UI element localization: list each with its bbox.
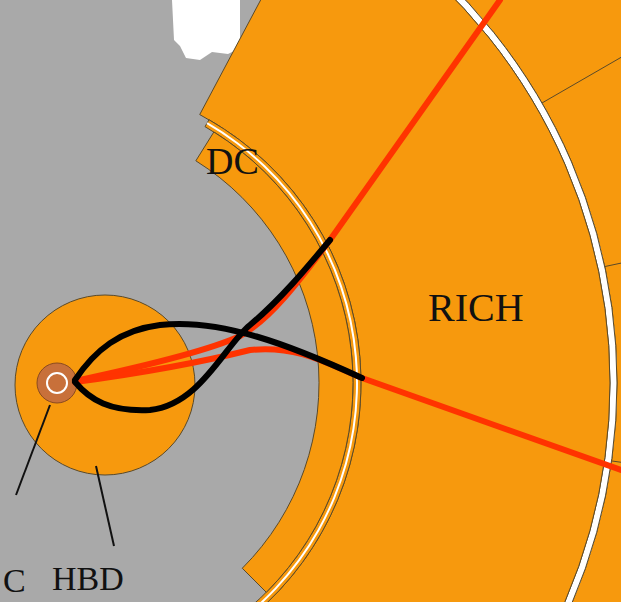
rich-region xyxy=(200,0,610,602)
white-notch xyxy=(172,0,240,60)
panel-edge xyxy=(542,0,621,103)
leader-line xyxy=(16,405,50,495)
part-label: C xyxy=(3,564,26,598)
part-label: DC xyxy=(206,142,259,180)
panel-edge xyxy=(605,196,621,267)
beam-pipe xyxy=(37,363,77,403)
part-label: RICH xyxy=(428,288,524,328)
leader-line xyxy=(96,466,114,546)
beam-ring xyxy=(47,373,67,393)
reconstructed-track xyxy=(75,324,362,380)
reconstructed-track xyxy=(75,240,330,410)
part-label: HBD xyxy=(52,562,124,596)
